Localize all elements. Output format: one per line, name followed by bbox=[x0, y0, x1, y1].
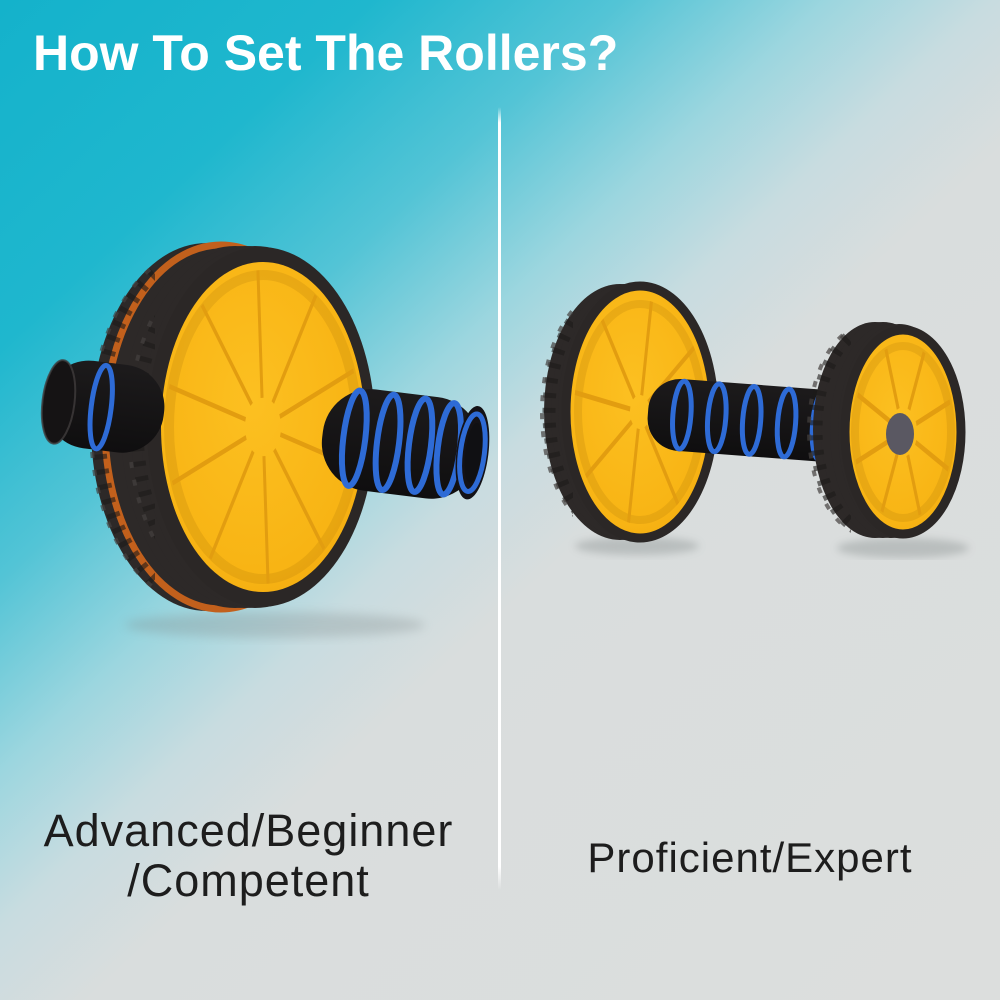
left-setting-label-line2: /Competent bbox=[127, 855, 370, 907]
left-setting-label: Advanced/Beginner /Competent bbox=[0, 805, 497, 907]
left-product-shadow bbox=[125, 612, 425, 638]
double-wheel bbox=[89, 241, 375, 613]
wheel-spokes bbox=[168, 270, 358, 584]
left-grip bbox=[40, 359, 165, 453]
left-wheel bbox=[540, 281, 719, 543]
right-wheel bbox=[807, 322, 966, 539]
right-product-illustration bbox=[540, 281, 969, 558]
axle-handles bbox=[40, 359, 490, 500]
page-title: How To Set The Rollers? bbox=[33, 25, 619, 81]
right-grip bbox=[321, 387, 490, 500]
left-setting-label-line1: Advanced/Beginner bbox=[43, 805, 454, 856]
right-setting-label: Proficient/Expert bbox=[587, 834, 913, 881]
wheel-hub bbox=[886, 413, 914, 455]
wheel-spokes bbox=[855, 348, 951, 516]
left-product-illustration bbox=[40, 241, 490, 638]
right-product-shadow bbox=[575, 537, 969, 558]
vertical-divider bbox=[498, 107, 501, 890]
wheel-face bbox=[161, 262, 365, 592]
